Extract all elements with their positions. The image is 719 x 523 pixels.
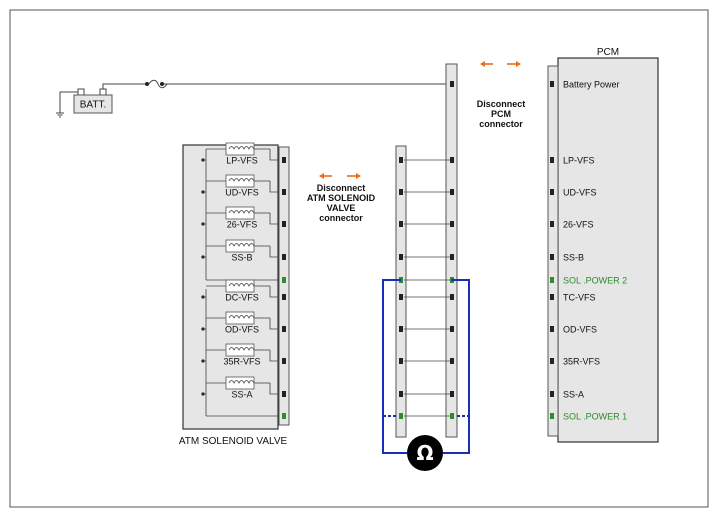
pcm-pin [550, 391, 554, 397]
solenoid-coil-icon [225, 279, 255, 293]
pcm-pin [550, 294, 554, 300]
pcm-pin-label: SS-B [563, 253, 584, 263]
solenoid-coil-icon [225, 206, 255, 220]
harness-pin [399, 254, 403, 260]
harness-pin [450, 221, 454, 227]
pcm-pin-label: SS-A [563, 390, 584, 400]
harness-pin [399, 413, 403, 419]
pcm-pin [550, 81, 554, 87]
pcm-pin [550, 358, 554, 364]
disconnect-atm-line1: Disconnect [317, 183, 366, 193]
harness-pin [450, 157, 454, 163]
atm-solenoid-valve: LP-VFS UD-VFS 26-VFS SS-B DC-VFS OD-VFS 35R-VF… [179, 142, 288, 447]
solenoid-coil-icon [225, 311, 255, 325]
pcm-pin [550, 277, 554, 283]
harness-pin [399, 189, 403, 195]
disconnect-atm-line2: ATM SOLENOID [307, 193, 376, 203]
valve-pin [282, 391, 286, 397]
harness-pin [450, 294, 454, 300]
pcm-pin-label: OD-VFS [563, 325, 597, 335]
solenoid-label: OD-VFS [225, 325, 259, 335]
valve-pin [282, 294, 286, 300]
battery-label: BATT. [80, 100, 106, 111]
pcm-pin-label: TC-VFS [563, 293, 596, 303]
pcm-pin-label: 26-VFS [563, 220, 594, 230]
harness-connector-left [395, 145, 407, 438]
solenoid-label: 26-VFS [227, 220, 258, 230]
pcm-pin-label: LP-VFS [563, 156, 595, 166]
harness-pin [399, 326, 403, 332]
valve-pin [282, 254, 286, 260]
harness-pin [450, 413, 454, 419]
solenoid-label: DC-VFS [225, 293, 259, 303]
harness-pin [450, 189, 454, 195]
pcm-pin-label: SOL .POWER 2 [563, 276, 627, 286]
solenoid-coil-icon [225, 174, 255, 188]
pcm-pin-label: UD-VFS [563, 188, 597, 198]
pcm-pin-label: SOL .POWER 1 [563, 412, 627, 422]
valve-pin [282, 189, 286, 195]
ohm-symbol: Ω [416, 441, 433, 465]
pcm-connector-strip [547, 65, 559, 437]
atm-valve-title: ATM SOLENOID VALVE [179, 436, 288, 447]
solenoid-label: 35R-VFS [223, 357, 260, 367]
solenoid-label: SS-A [231, 390, 252, 400]
pcm-title: PCM [597, 47, 619, 58]
disconnect-pcm-line1: Disconnect [477, 99, 526, 109]
disconnect-arrows-icon [480, 61, 521, 67]
pcm-module: PCM [547, 47, 659, 443]
pcm-pin [550, 221, 554, 227]
harness-pin [399, 157, 403, 163]
valve-pin [282, 413, 286, 419]
disconnect-pcm-line3: connector [479, 119, 523, 129]
harness-pin [399, 221, 403, 227]
disconnect-arrows-icon [319, 173, 361, 179]
solenoid-coil-icon [225, 376, 255, 390]
disconnect-pcm-line2: PCM [491, 109, 511, 119]
valve-pin [282, 326, 286, 332]
harness-pin [450, 391, 454, 397]
pcm-pin [550, 157, 554, 163]
solenoid-coil-icon [225, 343, 255, 357]
valve-pin [282, 157, 286, 163]
disconnect-atm-line3: VALVE [327, 203, 356, 213]
pcm-pin [550, 326, 554, 332]
valve-pin [282, 221, 286, 227]
solenoid-label: UD-VFS [225, 188, 259, 198]
solenoid-coil-icon [225, 239, 255, 253]
harness-connector-right [445, 63, 458, 438]
valve-pin [282, 358, 286, 364]
harness-pin [450, 254, 454, 260]
harness-pin [450, 81, 454, 87]
solenoid-label: LP-VFS [226, 156, 258, 166]
pcm-pin-label: Battery Power [563, 80, 620, 90]
pcm-pin [550, 254, 554, 260]
valve-connector-strip [278, 146, 290, 426]
harness-pin [399, 391, 403, 397]
pcm-pin-label: 35R-VFS [563, 357, 600, 367]
harness-pin [450, 326, 454, 332]
battery: BATT. [56, 79, 454, 118]
pcm-pin [550, 413, 554, 419]
harness-pin [450, 358, 454, 364]
fuse-icon [148, 79, 168, 89]
ohm-icon [407, 435, 443, 471]
disconnect-atm-note: Disconnect ATM SOLENOID VALVE connector [307, 173, 376, 223]
disconnect-atm-line4: connector [319, 213, 363, 223]
solenoid-coil-icon [225, 142, 255, 156]
valve-pin [282, 277, 286, 283]
disconnect-pcm-note: Disconnect PCM connector [477, 61, 526, 129]
pcm-pin [550, 189, 554, 195]
solenoid-label: SS-B [231, 253, 252, 263]
ohmmeter: Ω [382, 279, 470, 471]
harness-pin [399, 294, 403, 300]
harness-pin [399, 358, 403, 364]
